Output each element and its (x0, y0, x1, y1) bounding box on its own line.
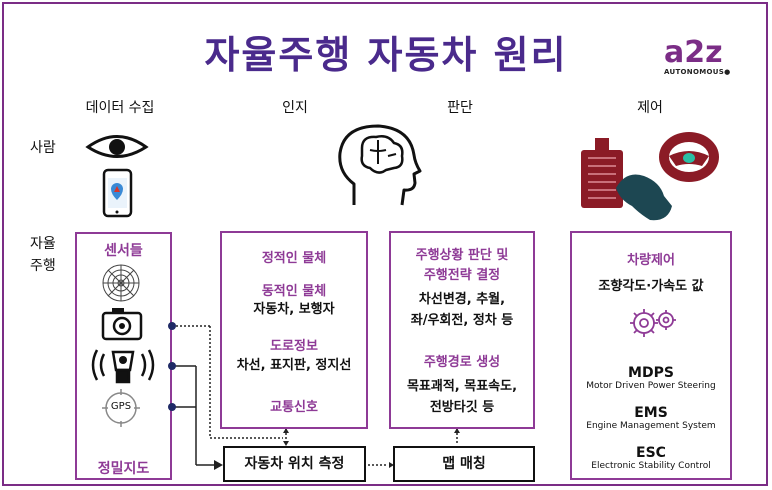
logo-subtitle: AUTONOMOUS● (664, 68, 731, 76)
vehicle-control-detail: 조향각도·가속도 값 (598, 279, 704, 294)
gps-label: GPS (110, 401, 132, 412)
eye-icon (85, 135, 149, 158)
row-label-auto-line1: 자율 (30, 236, 56, 252)
row-label-auto-line2: 주행 (30, 258, 56, 274)
hd-map-label: 정밀지도 (97, 461, 150, 477)
gps-icon (102, 389, 140, 427)
mdps-full-name: Motor Driven Power Steering (586, 381, 716, 391)
sensors-box: 센서들 정밀지도 (75, 232, 172, 480)
mdps-label: MDPS (628, 365, 674, 381)
pedal-icon (581, 138, 623, 208)
perception-box: 정적인 물체 동적인 물체 자동차, 보행자 도로정보 차선, 표지판, 정지선… (220, 231, 368, 429)
dynamic-objects-label: 동적인 물체 (261, 284, 327, 299)
judgment-title-line2: 주행전략 결정 (423, 268, 501, 283)
steering-wheel-icon (659, 132, 719, 182)
ultrasonic-icon (91, 349, 155, 384)
column-header-data-collection: 데이터 수집 (85, 100, 155, 116)
row-label-autonomous: 자율 주행 (30, 233, 56, 277)
vehicle-control-label: 차량제어 (627, 253, 675, 268)
logo-sub-text: AUTONOMOUS (664, 68, 725, 76)
page-title: 자율주행 자동차 원리 (204, 33, 568, 77)
ems-full-name: Engine Management System (586, 421, 716, 431)
judgment-detail-line2: 좌/우회전, 정차 등 (410, 313, 514, 328)
sensors-title: 센서들 (104, 243, 143, 259)
column-header-control: 제어 (637, 100, 663, 116)
localization-box: 자동차 위치 측정 (223, 446, 366, 482)
column-header-judgment: 판단 (447, 100, 473, 116)
judgment-detail-line1: 차선변경, 추월, (418, 292, 506, 307)
smartphone-map-icon (102, 168, 133, 218)
row-label-human: 사람 (30, 140, 56, 156)
column-header-perception: 인지 (282, 100, 308, 116)
connector-nodes (168, 322, 176, 411)
map-matching-box: 맵 매칭 (393, 446, 535, 482)
esc-full-name: Electronic Stability Control (591, 461, 711, 471)
radar-icon (102, 264, 140, 302)
road-info-detail: 차선, 표지판, 정지선 (236, 358, 352, 373)
dynamic-objects-detail: 자동차, 보행자 (253, 302, 335, 317)
brand-logo: a2z AUTONOMOUS● (664, 35, 731, 77)
route-generation-label: 주행경로 생성 (423, 355, 501, 370)
static-objects-label: 정적인 물체 (261, 251, 327, 266)
logo-mark: a2z (664, 35, 723, 70)
judgment-title-line1: 주행상황 판단 및 (415, 248, 509, 263)
control-box: 차량제어 조향각도·가속도 값 MDPS Motor Driven Power … (570, 231, 732, 480)
head-brain-icon (338, 124, 422, 206)
camera-icon (101, 308, 143, 341)
road-info-label: 도로정보 (270, 339, 318, 354)
route-detail-line1: 목표괘적, 목표속도, (406, 379, 518, 394)
foot-icon (616, 174, 672, 221)
esc-label: ESC (636, 445, 666, 461)
gears-icon (630, 309, 676, 337)
traffic-signal-label: 교통신호 (270, 400, 318, 415)
route-detail-line2: 전방타깃 등 (429, 400, 495, 415)
ems-label: EMS (634, 405, 668, 421)
judgment-box: 주행상황 판단 및 주행전략 결정 차선변경, 추월, 좌/우회전, 정차 등 … (389, 231, 535, 429)
